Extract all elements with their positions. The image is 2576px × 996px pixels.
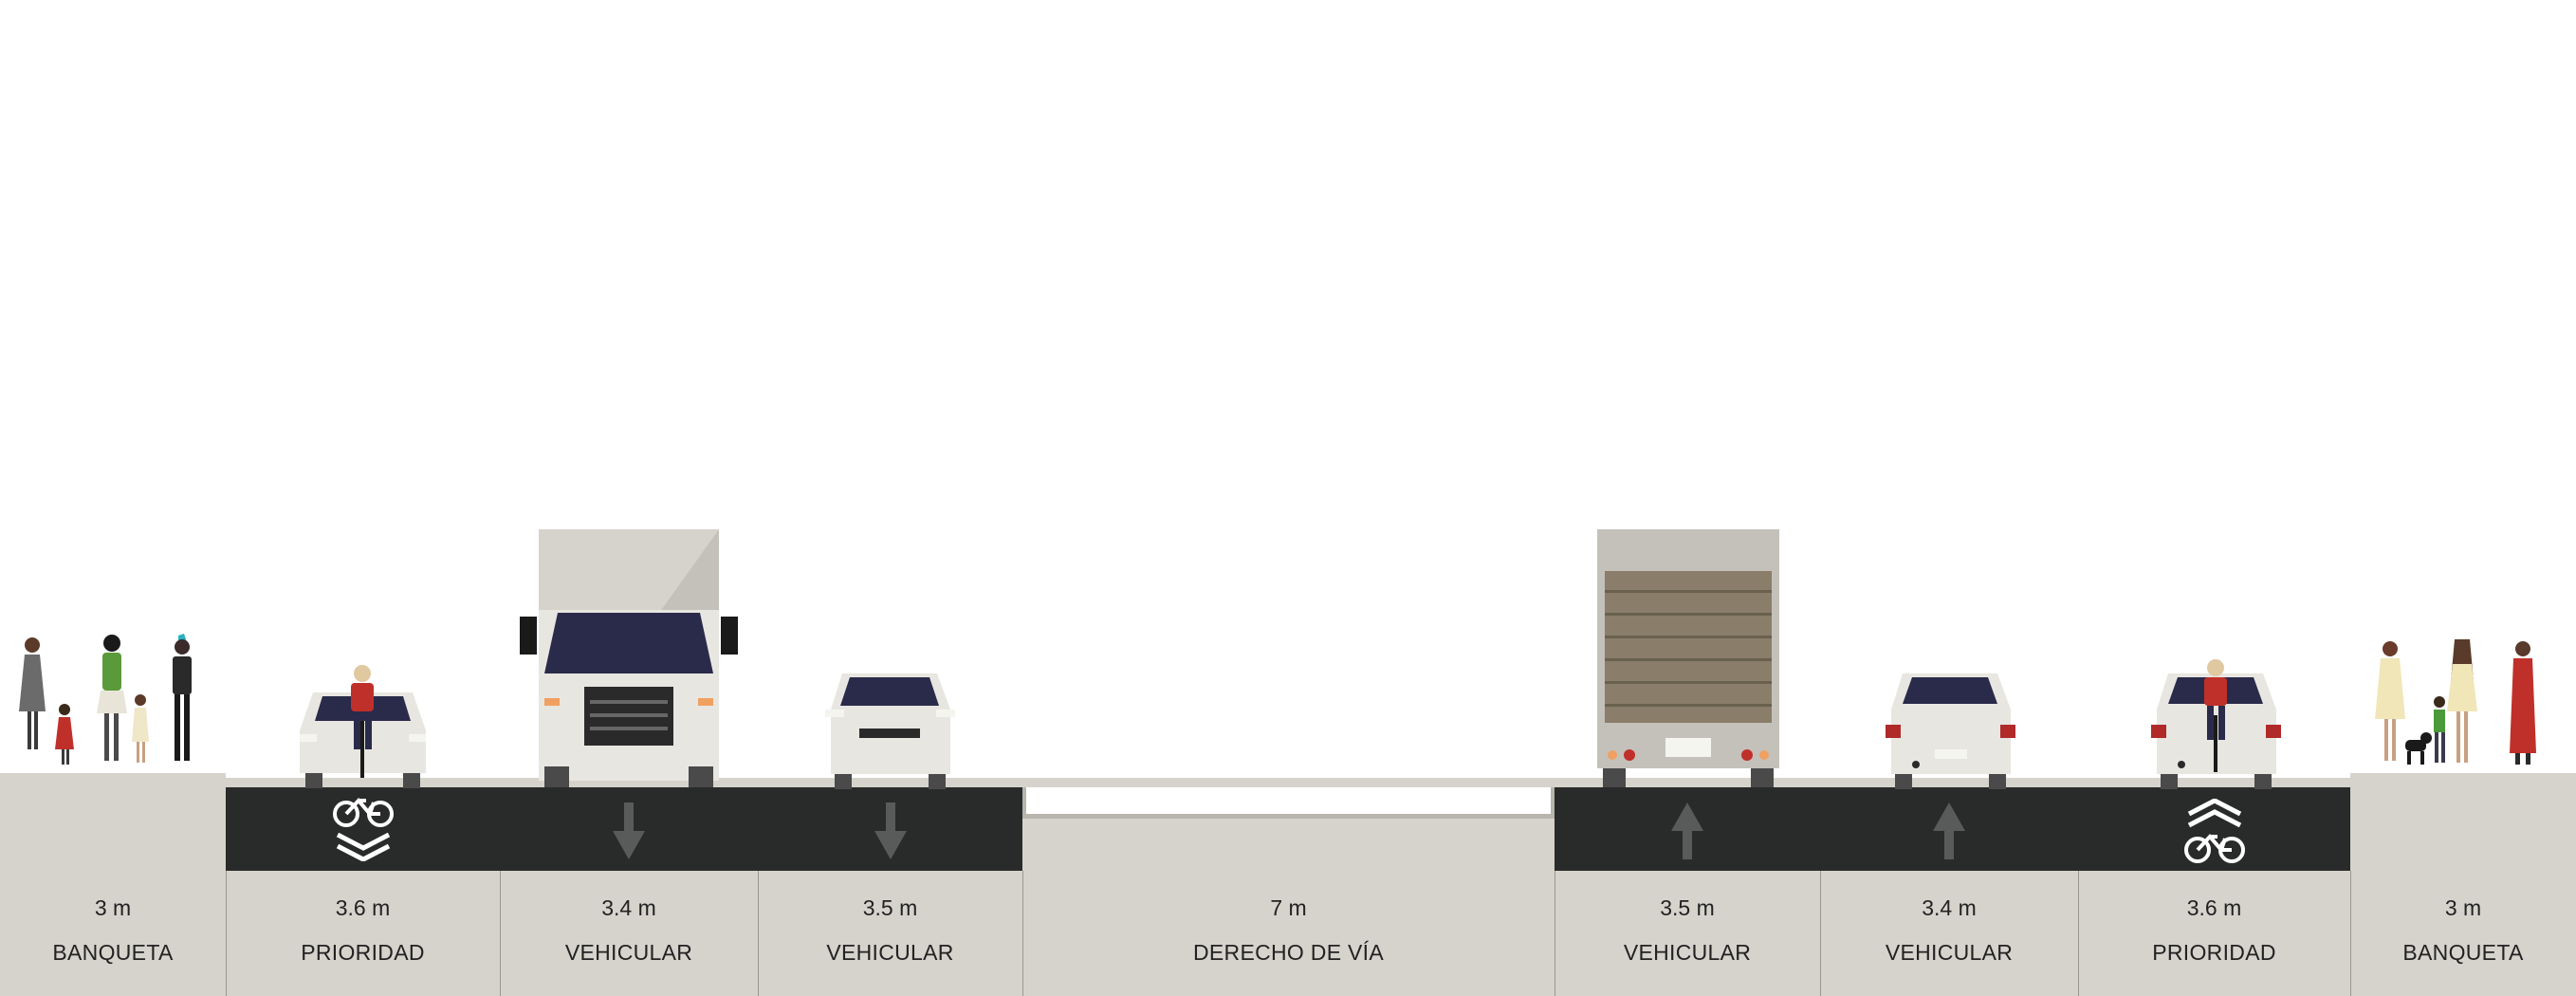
segment-banqueta-right: 3 m BANQUETA bbox=[2350, 871, 2576, 996]
dog-black bbox=[2405, 732, 2432, 765]
segment-vehicular-1: 3.4 m VEHICULAR bbox=[500, 871, 758, 996]
pedestrians-right bbox=[2371, 636, 2561, 787]
arrow-up-icon bbox=[1933, 802, 1965, 859]
box-truck-rear bbox=[1597, 529, 1779, 787]
segment-label: VEHICULAR bbox=[1623, 940, 1752, 965]
segment-width: 3.5 m bbox=[1660, 895, 1715, 920]
segment-label: PRIORIDAD bbox=[2152, 940, 2276, 965]
segment-divider bbox=[758, 871, 759, 996]
pedestrian-child-cream bbox=[132, 694, 149, 763]
segment-label: BANQUETA bbox=[2402, 940, 2524, 965]
segment-derecho-de-via: 7 m DERECHO DE VÍA bbox=[1022, 871, 1555, 996]
segment-label: DERECHO DE VÍA bbox=[1192, 940, 1384, 965]
car-rear-lane-4 bbox=[1882, 672, 2019, 789]
segment-width: 3 m bbox=[94, 895, 132, 920]
segment-width: 7 m bbox=[1270, 895, 1307, 920]
pedestrian-woman-gray bbox=[19, 637, 46, 749]
cyclist-red-jacket bbox=[351, 665, 374, 778]
sidewalk-surface-right bbox=[2350, 773, 2576, 787]
segment-label: BANQUETA bbox=[52, 940, 174, 965]
bike-priority-icon bbox=[332, 795, 395, 861]
segment-width: 3.6 m bbox=[2186, 895, 2242, 920]
sidewalk-surface-left bbox=[0, 773, 226, 787]
pedestrian-man-red bbox=[2510, 641, 2536, 765]
arrow-up-icon bbox=[1671, 802, 1703, 859]
segment-width: 3.4 m bbox=[601, 895, 656, 920]
cyclist-red-jacket-right bbox=[2204, 659, 2227, 772]
pedestrian-woman-teal-hair bbox=[173, 634, 192, 761]
segment-width: 3.4 m bbox=[1922, 895, 1977, 920]
segment-vehicular-4: 3.4 m VEHICULAR bbox=[1820, 871, 2078, 996]
segment-divider bbox=[226, 871, 227, 996]
pedestrian-man-green bbox=[97, 635, 127, 761]
car-front-lane-2 bbox=[821, 672, 959, 789]
segment-width: 3.5 m bbox=[862, 895, 918, 920]
segment-prioridad-right: 3.6 m PRIORIDAD bbox=[2078, 871, 2350, 996]
bike-priority-icon bbox=[2183, 799, 2246, 865]
segment-divider bbox=[2078, 871, 2079, 996]
segment-divider bbox=[500, 871, 501, 996]
sky-background bbox=[0, 0, 2576, 778]
segment-prioridad-left: 3.6 m PRIORIDAD bbox=[226, 871, 500, 996]
segment-label: PRIORIDAD bbox=[301, 940, 425, 965]
arrow-down-icon bbox=[613, 802, 645, 859]
arrow-down-icon bbox=[874, 802, 907, 859]
median-right-of-way bbox=[1022, 787, 1555, 819]
pedestrian-girl-red bbox=[55, 704, 74, 765]
pedestrian-woman-cream bbox=[2375, 641, 2405, 761]
segment-divider bbox=[1022, 871, 1023, 996]
segment-banqueta-left: 3 m BANQUETA bbox=[0, 871, 226, 996]
segment-label: VEHICULAR bbox=[564, 940, 693, 965]
segment-width: 3 m bbox=[2444, 895, 2482, 920]
segment-label: VEHICULAR bbox=[1885, 940, 2014, 965]
segment-vehicular-2: 3.5 m VEHICULAR bbox=[758, 871, 1022, 996]
segment-divider bbox=[1820, 871, 1821, 996]
segment-vehicular-3: 3.5 m VEHICULAR bbox=[1555, 871, 1820, 996]
segment-label: VEHICULAR bbox=[826, 940, 954, 965]
segment-width: 3.6 m bbox=[335, 895, 391, 920]
segment-divider bbox=[2350, 871, 2351, 996]
car-with-cyclist-right bbox=[2147, 658, 2285, 789]
car-with-cyclist-left bbox=[294, 664, 432, 789]
pedestrian-woman-long-hair bbox=[2447, 639, 2477, 763]
pedestrians-left bbox=[13, 634, 203, 785]
box-truck-front bbox=[520, 529, 738, 787]
pedestrian-child-green bbox=[2434, 696, 2445, 763]
